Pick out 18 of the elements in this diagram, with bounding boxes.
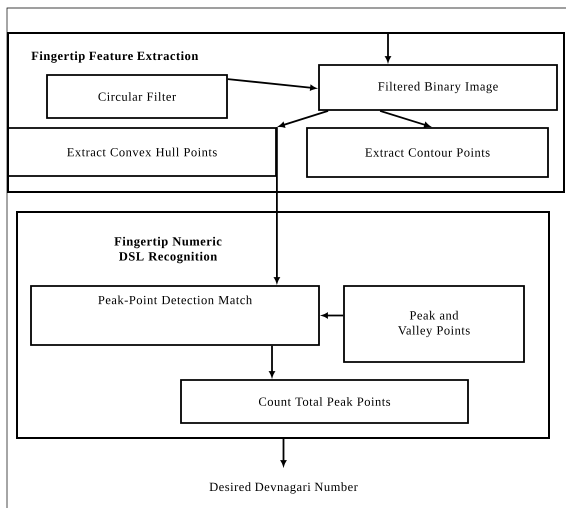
arrow	[380, 110, 430, 128]
output-text: Desired Devnagari Number	[210, 482, 358, 494]
arrow	[322, 312, 344, 318]
process-box: Peak and Valley Points	[343, 285, 525, 363]
arrow	[228, 78, 316, 91]
section-title: Fingertip Numeric DSL Recognition	[114, 236, 222, 264]
arrow	[274, 127, 280, 284]
process-box: Extract Convex Hull Points	[7, 127, 277, 177]
arrow	[269, 346, 275, 378]
process-box: Circular Filter	[46, 74, 228, 119]
arrow	[280, 438, 286, 466]
section-title: Fingertip Feature Extraction	[31, 51, 198, 63]
arrow	[278, 110, 328, 128]
process-box: Filtered Binary Image	[318, 64, 558, 111]
process-box: Count Total Peak Points	[180, 379, 469, 424]
arrow	[385, 33, 391, 62]
process-box: Extract Contour Points	[306, 127, 549, 178]
process-box: Peak-Point Detection Match	[30, 285, 320, 346]
